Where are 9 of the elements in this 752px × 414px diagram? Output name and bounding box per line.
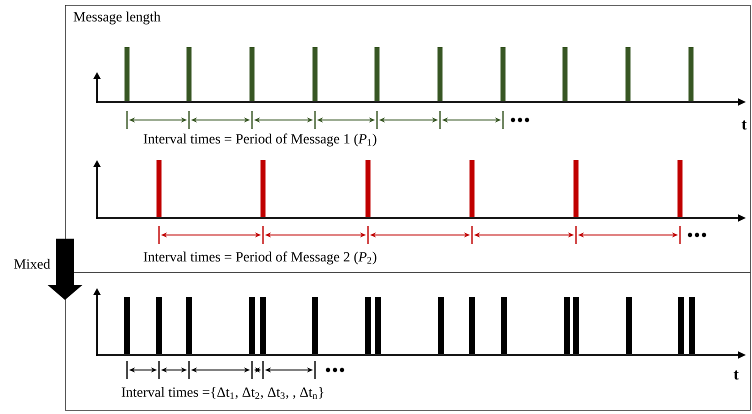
edge-label: Mixed bbox=[14, 258, 50, 269]
caption-text: Interval times ={Δt$_{1}$, Δt$_{2}$, Δt$_{3}$, , Δt$_{n}$} bbox=[122, 387, 324, 399]
panel-frame bbox=[65, 5, 751, 273]
axis-label: Message length bbox=[74, 12, 161, 24]
axis-label: t bbox=[734, 370, 739, 380]
axis-label: t bbox=[742, 120, 747, 130]
caption-text: Interval times = Period of Message 1 (P$_{1}$) bbox=[144, 134, 376, 146]
caption-text: Interval times = Period of Message 2 (P$_{2}$) bbox=[144, 252, 376, 264]
panel-frame bbox=[65, 272, 751, 411]
